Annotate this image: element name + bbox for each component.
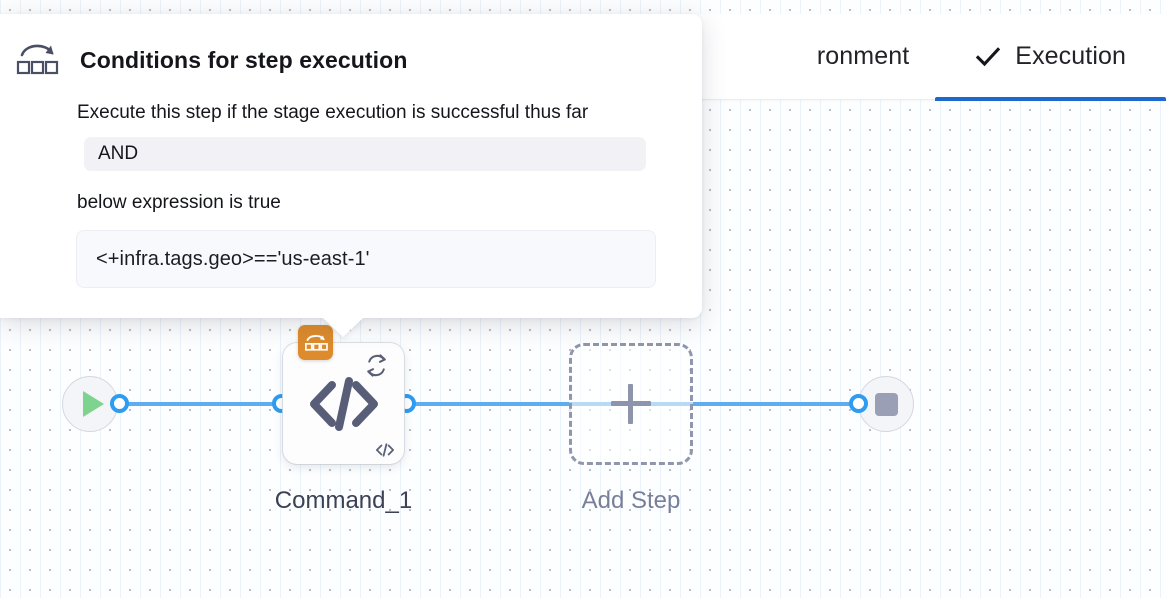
popover-arrow bbox=[322, 317, 364, 337]
check-icon bbox=[975, 44, 1001, 70]
play-icon bbox=[82, 391, 104, 417]
edge-start-to-command[interactable] bbox=[115, 402, 285, 406]
retry-loop-icon bbox=[362, 351, 391, 380]
expression-value: <+infra.tags.geo>=='us-east-1' bbox=[96, 247, 370, 270]
operator-chip[interactable]: AND bbox=[84, 137, 646, 171]
stop-icon bbox=[874, 392, 898, 416]
conditional-execution-icon bbox=[14, 40, 60, 80]
step-node-label: Command_1 bbox=[274, 487, 413, 514]
add-step-button[interactable] bbox=[569, 343, 693, 465]
popover-header: Conditions for step execution bbox=[0, 40, 702, 80]
tab-active-underline bbox=[935, 96, 1166, 101]
tab-environment[interactable]: ronment bbox=[777, 14, 935, 100]
conditions-popover: Conditions for step execution Execute th… bbox=[0, 14, 702, 337]
popover-title: Conditions for step execution bbox=[80, 46, 408, 73]
tab-execution[interactable]: Execution bbox=[935, 14, 1166, 101]
pipeline-start-node[interactable] bbox=[62, 376, 118, 432]
tab-list: ronment Execution bbox=[777, 14, 1166, 101]
code-icon bbox=[305, 369, 383, 439]
operator-value: AND bbox=[98, 143, 139, 164]
condition-label: below expression is true bbox=[77, 192, 281, 213]
conditional-execution-icon bbox=[304, 334, 328, 351]
step-node-command-1[interactable] bbox=[283, 325, 404, 464]
tab-environment-label: ronment bbox=[816, 42, 910, 70]
port-end-in[interactable] bbox=[849, 394, 868, 413]
popover-description: Execute this step if the stage execution… bbox=[77, 102, 589, 123]
port-start-out[interactable] bbox=[110, 394, 129, 413]
tab-execution-label: Execution bbox=[1015, 42, 1126, 70]
plus-icon bbox=[611, 384, 651, 424]
expression-field[interactable]: <+infra.tags.geo>=='us-east-1' bbox=[76, 230, 656, 288]
code-icon-small bbox=[374, 441, 396, 459]
add-step-label: Add Step bbox=[581, 487, 681, 514]
